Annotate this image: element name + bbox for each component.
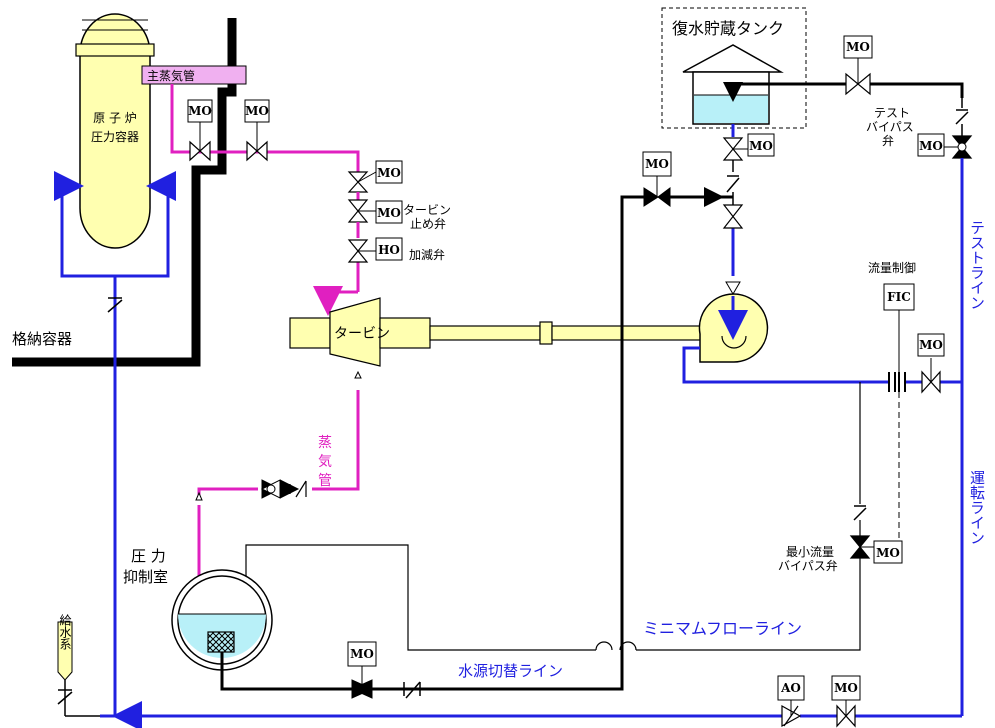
governor-label: 加減弁 xyxy=(409,247,445,262)
mo-tag: MO xyxy=(377,206,401,220)
test-bypass-label-3: 弁 xyxy=(882,133,894,148)
pump-suction-strainer xyxy=(725,281,741,295)
suppression-chamber xyxy=(171,569,273,671)
rpv-inlet-piping xyxy=(54,171,176,298)
test-bypass-label-2: バイパス xyxy=(866,120,914,134)
mo-suction-crossover-valve[interactable] xyxy=(642,151,672,207)
suppression-check-valve xyxy=(403,681,421,699)
min-flow-bypass-label-2: バイパス弁 xyxy=(778,558,838,573)
mo-steam-valve-inboard[interactable] xyxy=(187,99,213,162)
flow-indicating-controller xyxy=(883,283,915,372)
mo-tag: MO xyxy=(876,546,900,560)
ao-check-valve[interactable] xyxy=(777,675,805,728)
mo-tag: MO xyxy=(377,166,401,180)
containment-wall xyxy=(12,18,237,367)
test-line-check-valve xyxy=(955,98,969,136)
mo-tag: MO xyxy=(919,139,943,153)
mo-suppression-suction-valve[interactable] xyxy=(347,641,377,699)
suppression-label-2: 抑制室 xyxy=(123,568,168,586)
min-flow-line-label: ミニマムフローライン xyxy=(643,619,802,638)
mo-tag: MO xyxy=(188,104,212,118)
feedwater-connection xyxy=(57,621,100,717)
governor-valve[interactable] xyxy=(347,222,403,263)
main-steam-band xyxy=(141,65,247,85)
test-bypass-label-1: テスト xyxy=(874,106,910,120)
rpv-label-line2: 圧力容器 xyxy=(91,129,139,144)
cst-label: 復水貯蔵タンク xyxy=(672,19,784,38)
min-flow-bypass-label-1: 最小流量 xyxy=(786,545,834,559)
suppression-label-1: 圧 力 xyxy=(131,547,166,565)
run-line-label: 運転ライン xyxy=(968,470,986,545)
mo-discharge-valve[interactable] xyxy=(917,333,945,394)
exhaust-check-valve[interactable] xyxy=(260,479,307,499)
exhaust-sparger xyxy=(195,491,203,501)
mo-min-flow-bypass-valve[interactable] xyxy=(849,535,903,564)
main-steam-label: 主蒸気管 xyxy=(147,68,195,83)
steam-pipe-label-2: 気 xyxy=(318,454,332,470)
pump-discharge-line xyxy=(112,158,964,728)
mo-cst-suction-valve[interactable] xyxy=(722,133,775,161)
source-switch-label: 水源切替ライン xyxy=(458,662,563,680)
ao-tag: AO xyxy=(780,681,801,695)
mo-test-bypass-valve[interactable] xyxy=(843,35,873,96)
containment-label: 格納容器 xyxy=(12,330,72,348)
mo-tag: MO xyxy=(846,40,870,54)
mo-injection-valve[interactable] xyxy=(831,675,861,728)
rpv-label-line1: 原 子 炉 xyxy=(93,111,137,125)
min-flow-line xyxy=(245,382,861,651)
cst-suction-check-valve xyxy=(722,160,744,229)
mo-tag: MO xyxy=(749,139,773,153)
steam-pipe-label-3: 管 xyxy=(318,473,332,489)
mo-tag: MO xyxy=(645,157,669,171)
turbine-exhaust-nozzle xyxy=(354,370,362,379)
turbine xyxy=(289,297,703,367)
rpv-feed-check-valve xyxy=(107,297,123,313)
turbine-stop-valve[interactable] xyxy=(347,192,403,224)
mo-tag: MO xyxy=(834,681,858,695)
mo-test-line-valve[interactable] xyxy=(917,133,973,159)
flow-control-label: 流量制御 xyxy=(868,260,916,275)
mo-turbine-inlet-valve[interactable] xyxy=(347,160,403,193)
mo-steam-valve-outboard[interactable] xyxy=(244,99,270,162)
test-line-label: テストライン xyxy=(968,220,986,310)
fic-tag: FIC xyxy=(887,290,911,304)
mo-tag: MO xyxy=(350,647,374,661)
steam-pipe-label-1: 蒸 xyxy=(318,435,332,451)
mo-tag: MO xyxy=(919,338,943,352)
feedwater-label: 給水系 xyxy=(58,614,72,650)
mo-tag: MO xyxy=(245,104,269,118)
source-switch-line xyxy=(220,195,733,691)
turbine-label: タービン xyxy=(334,326,390,342)
turbine-stop-label-line2: 止め弁 xyxy=(410,216,446,231)
reactor-pressure-vessel xyxy=(75,13,155,249)
min-flow-check-valve xyxy=(853,505,867,521)
flow-orifice xyxy=(888,372,906,392)
ho-tag: HO xyxy=(378,243,400,257)
turbine-stop-label-line1: タービン xyxy=(403,203,451,217)
